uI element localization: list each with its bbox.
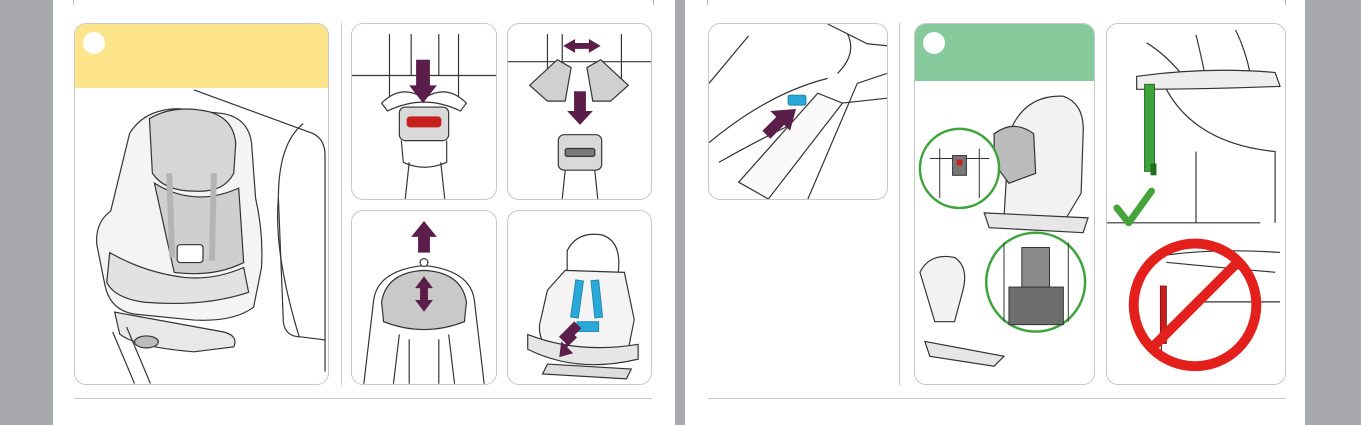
page-rule xyxy=(74,398,652,399)
headrest-adjust-illustration xyxy=(352,211,496,384)
column-divider xyxy=(341,23,342,385)
support-leg-panel xyxy=(1106,23,1286,385)
prohibited-icon xyxy=(1134,244,1257,367)
column-divider xyxy=(899,23,900,385)
buckle-press-panel xyxy=(351,23,497,200)
buckle-tongues-illustration xyxy=(508,24,651,199)
harness-release-illustration xyxy=(508,211,651,384)
right-page xyxy=(685,0,1305,425)
crop-mark xyxy=(653,0,654,5)
isofix-check-panel xyxy=(914,23,1095,385)
release-button-panel xyxy=(708,23,888,200)
isofix-check-illustration xyxy=(915,24,1094,384)
release-button-illustration xyxy=(709,24,887,199)
buckle-press-illustration xyxy=(352,24,496,199)
support-leg-illustration xyxy=(1107,24,1285,384)
crop-mark xyxy=(707,0,708,5)
crop-mark xyxy=(73,0,74,5)
headrest-adjust-panel xyxy=(351,210,497,385)
crop-mark xyxy=(1285,0,1286,5)
page-rule xyxy=(708,398,1286,399)
left-page xyxy=(53,0,675,425)
car-seat-illustration xyxy=(75,24,328,384)
harness-release-panel xyxy=(507,210,652,385)
checkmark-icon xyxy=(1117,191,1152,223)
car-seat-overview-panel xyxy=(74,23,329,385)
buckle-tongues-panel xyxy=(507,23,652,200)
